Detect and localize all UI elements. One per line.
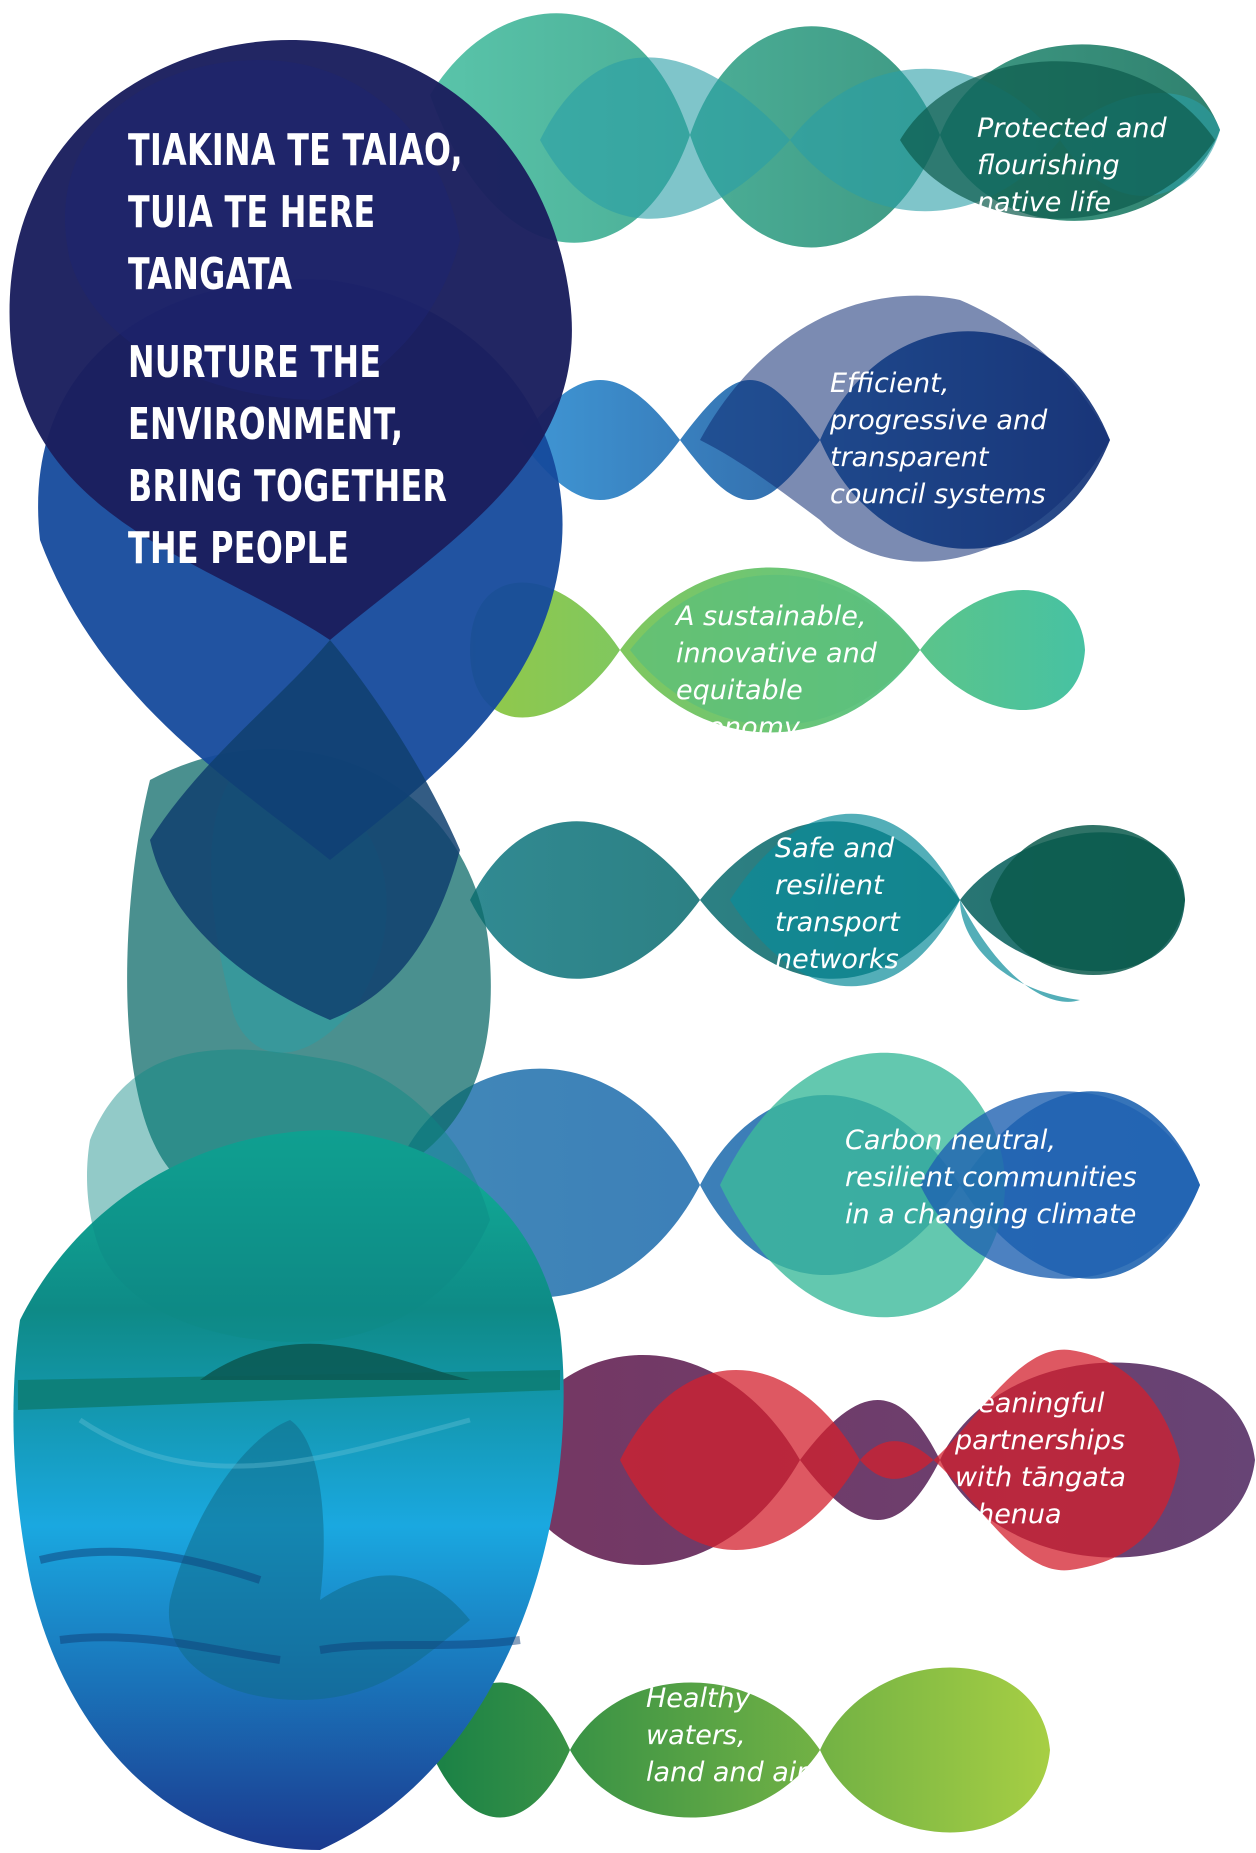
ribbon-healthy-waters <box>430 1667 1050 1833</box>
outcome-economy: A sustainable, innovative and equitable … <box>676 601 877 743</box>
outcome-climate: Carbon neutral, resilient communities in… <box>845 1125 1137 1230</box>
ribbon-native-life <box>430 13 1220 248</box>
outcome-partnerships: Meaningful partnerships with tāngata whe… <box>955 1388 1126 1530</box>
outcome-native-life: Protected and flourishing native life <box>977 113 1167 218</box>
outcome-healthy-waters: Healthy waters, land and air <box>646 1683 808 1788</box>
title-english: NURTURE THE ENVIRONMENT, BRING TOGETHER … <box>128 337 448 574</box>
ribbon-partnerships <box>500 1349 1255 1571</box>
ribbon-council-systems <box>520 295 1110 562</box>
main-column-shapes <box>9 40 572 1850</box>
title-maori: TIAKINA TE TAIAO, TUIA TE HERE TANGATA <box>128 125 463 300</box>
ribbon-economy <box>470 567 1085 733</box>
outcome-council-systems: Efficient, progressive and transparent c… <box>830 368 1048 510</box>
outcome-transport: Safe and resilient transport networks <box>775 833 900 975</box>
ribbon-transport <box>470 813 1185 1002</box>
ribbon-climate <box>390 1052 1200 1318</box>
